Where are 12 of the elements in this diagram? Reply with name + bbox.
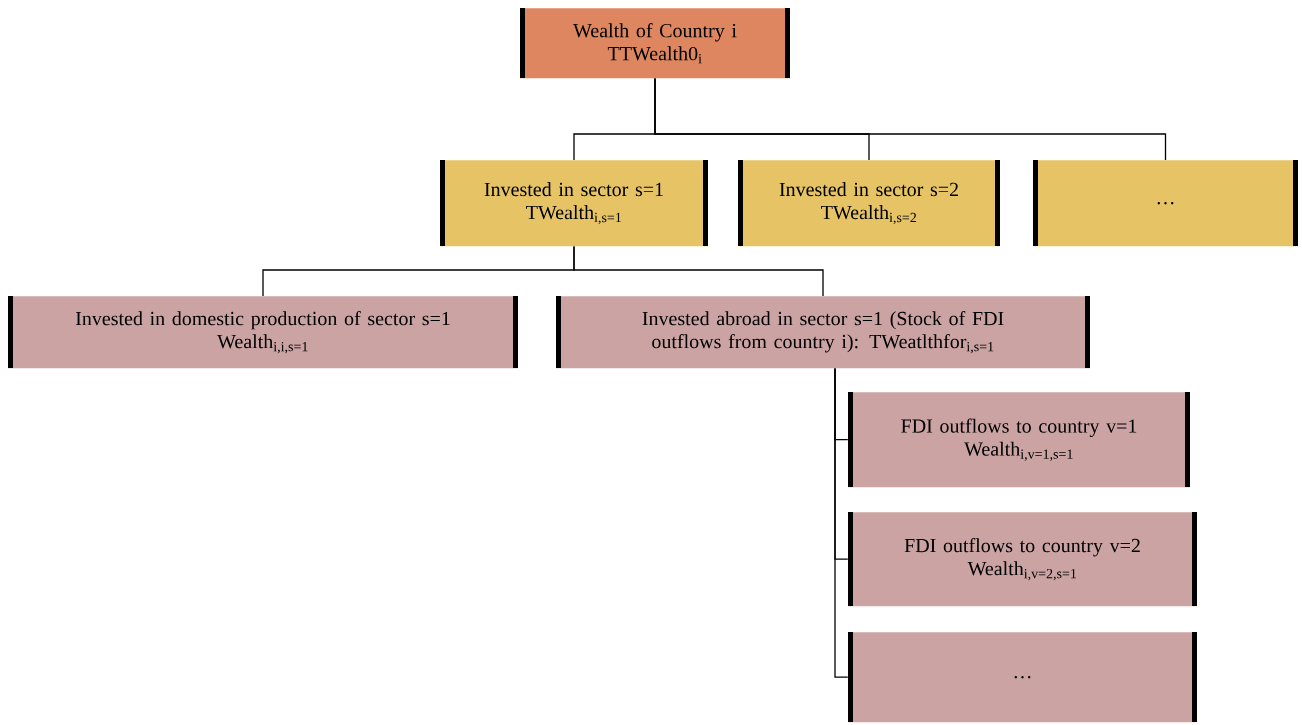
- connector-line: [654, 77, 1167, 161]
- chart-box: …: [848, 632, 1197, 723]
- chart-box: FDI outflows to country v=1 Wealth$_{i,v=1,s=1}$: [848, 392, 1190, 488]
- chart-box: Invested abroad in sector s=1 (Stock of FDI outflows from country i): TWeatlthfor$_{i,s=1}$: [556, 296, 1090, 369]
- connector-line: [573, 245, 824, 297]
- chart-box: Invested in domestic production of sector s=1 Wealth$_{i,i,s=1}$: [8, 296, 518, 369]
- chart-box: FDI outflows to country v=2 Wealth$_{i,v=2,s=1}$: [848, 512, 1197, 607]
- chart-box: Invested in sector s=1 TWealth$_{i,s=1}$: [440, 160, 708, 247]
- chart-box: Wealth of Country i TTWealth0$_{i}$: [520, 8, 790, 79]
- connector-line: [834, 367, 849, 678]
- chart-box: …: [1033, 160, 1298, 247]
- chart-box: Invested in sector s=2 TWealth$_{i,s=2}$: [738, 160, 1000, 247]
